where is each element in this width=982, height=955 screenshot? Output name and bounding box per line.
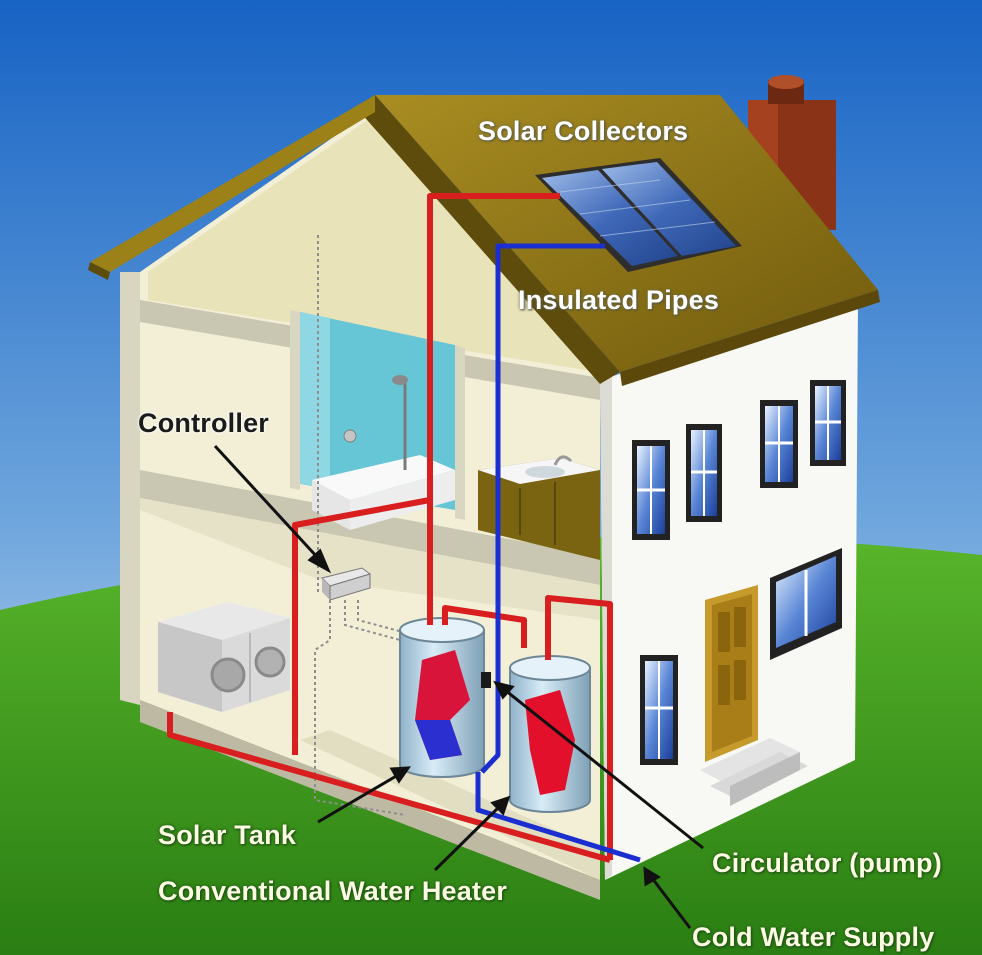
circulator-pump bbox=[481, 672, 491, 688]
leader-arrows bbox=[213, 444, 704, 929]
solar-collectors-label: Solar Collectors bbox=[478, 116, 689, 146]
second-floor-slab bbox=[140, 470, 600, 585]
circulator-label: Circulator (pump) bbox=[712, 848, 942, 878]
controller-box bbox=[321, 567, 372, 601]
shower-head bbox=[343, 375, 408, 470]
conventional-water-heater bbox=[509, 655, 591, 813]
front-door bbox=[705, 585, 758, 762]
conventional-water-heater-label: Conventional Water Heater bbox=[158, 876, 508, 906]
insulated-pipes-label: Insulated Pipes bbox=[518, 285, 720, 315]
cold-water-supply-label: Cold Water Supply bbox=[692, 922, 935, 952]
attic bbox=[148, 115, 598, 372]
exterior-windows bbox=[632, 380, 846, 765]
cold-water-pipes bbox=[475, 243, 641, 863]
front-steps bbox=[700, 738, 808, 806]
solar-tank bbox=[399, 617, 485, 778]
vanity-sink bbox=[478, 455, 600, 560]
solar-collector-panels bbox=[535, 158, 742, 272]
hot-water-pipes bbox=[167, 193, 613, 863]
sensor-wires bbox=[314, 235, 486, 816]
controller-label: Controller bbox=[138, 408, 270, 438]
ground-floor-slab bbox=[140, 700, 600, 900]
solar-tank-label: Solar Tank bbox=[158, 820, 297, 850]
washer-dryer bbox=[158, 602, 290, 712]
